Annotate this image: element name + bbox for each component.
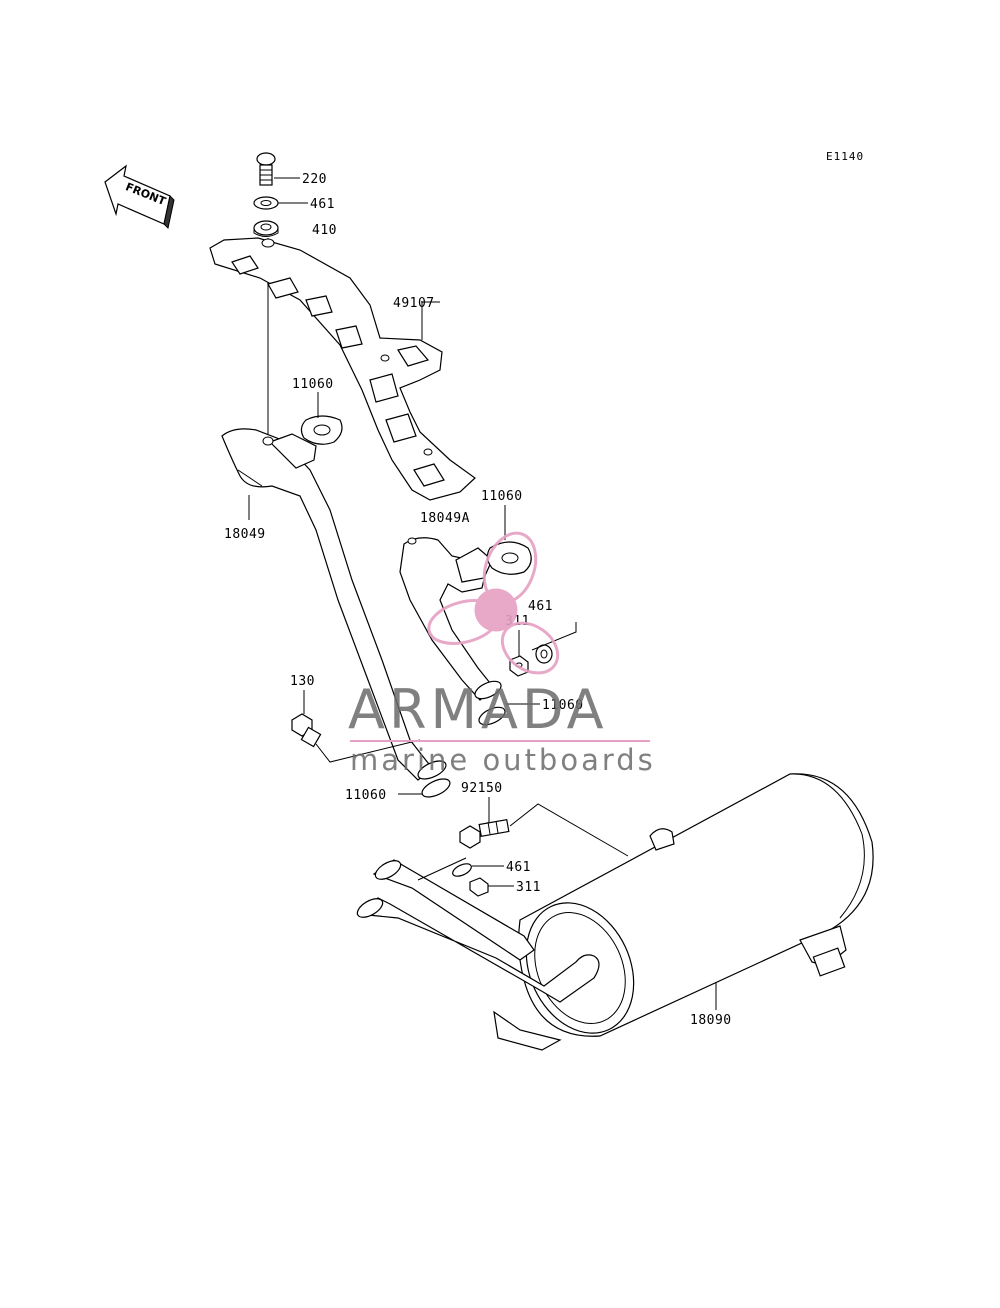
watermark-subtitle: marine outboards — [350, 743, 656, 777]
label-11060-d: 11060 — [345, 788, 387, 803]
gasket-11060-lower-right-icon — [474, 680, 506, 726]
label-11060-a: 11060 — [292, 377, 334, 392]
label-49107: 49107 — [393, 296, 435, 311]
label-461-low: 461 — [506, 860, 531, 875]
front-arrow-icon: FRONT — [104, 164, 175, 230]
nut-311-low-icon — [469, 877, 489, 897]
reference-code: E1140 — [826, 150, 864, 163]
gasket-11060-lower-left-icon — [417, 760, 451, 798]
label-130: 130 — [290, 674, 315, 689]
label-461-mid: 461 — [528, 599, 553, 614]
heat-shield-49107-icon — [209, 237, 476, 501]
label-92150: 92150 — [461, 781, 503, 796]
grommet-410-icon — [253, 220, 279, 237]
armada-watermark: ARMADA marine outboards — [348, 531, 656, 777]
bolt-220-icon — [256, 152, 276, 186]
label-18090: 18090 — [690, 1013, 732, 1028]
label-11060-c: 11060 — [542, 698, 584, 713]
washer-461-mid-icon — [535, 644, 553, 664]
washer-461-low-icon — [452, 863, 472, 877]
label-11060-b: 11060 — [481, 489, 523, 504]
watermark-title: ARMADA — [348, 678, 608, 741]
label-311-low: 311 — [516, 880, 541, 895]
label-18049: 18049 — [224, 527, 266, 542]
muffler-18090-icon — [356, 773, 874, 1051]
label-410: 410 — [312, 223, 337, 238]
exhaust-pipe-18049-icon — [221, 428, 433, 781]
label-461-top: 461 — [310, 197, 335, 212]
gasket-11060-upper-icon — [300, 415, 343, 445]
bolt-92150-icon — [459, 818, 510, 849]
label-220: 220 — [302, 172, 327, 187]
propeller-logo-icon — [427, 531, 560, 675]
washer-461-top-icon — [253, 196, 279, 210]
gasket-11060-right-icon — [486, 541, 532, 575]
label-18049A: 18049A — [420, 511, 470, 526]
bolt-130-icon — [291, 713, 322, 748]
exhaust-pipe-18049A-icon — [399, 537, 495, 701]
